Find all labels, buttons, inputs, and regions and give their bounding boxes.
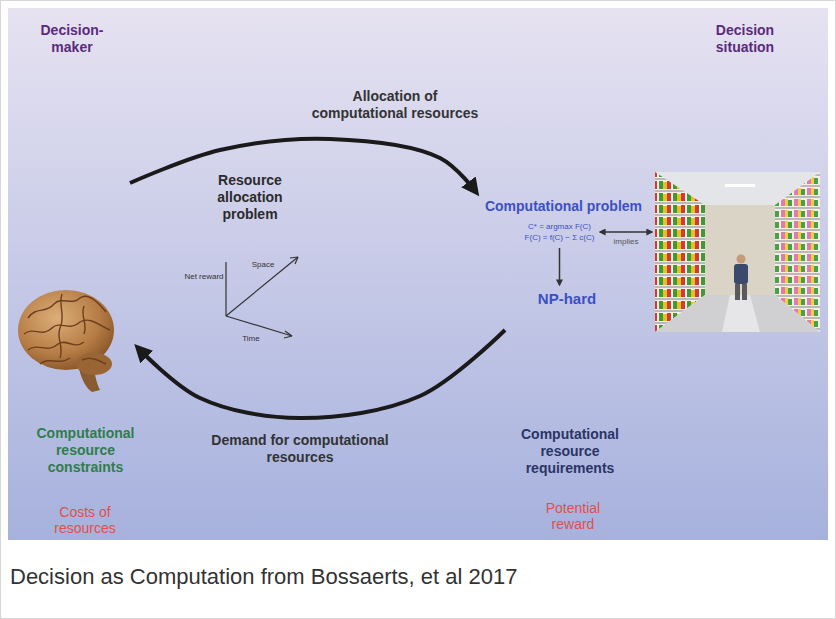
supermarket-photo (655, 172, 820, 332)
photo-person-body (734, 264, 748, 284)
flow-arrow (130, 139, 476, 192)
brain-illustration (18, 290, 114, 392)
np-hard-node: NP-hard (535, 288, 599, 310)
photo-floor (655, 295, 820, 332)
figure-caption: Decision as Computation from Bossaerts, … (10, 564, 517, 590)
brain-folds (24, 294, 110, 364)
space-axis-head (290, 257, 298, 264)
constraint-label: Computational resource constraints (18, 425, 153, 476)
space-axis (226, 257, 298, 316)
axis-label: Space (248, 260, 278, 270)
net-reward-axis (225, 262, 226, 316)
cost-label: Costs of resources (35, 504, 135, 536)
flow-arrow (138, 330, 505, 418)
photo-floor-shine (722, 295, 760, 332)
decision-maker-region: Decision-maker (22, 18, 122, 390)
brain-cerebellum (76, 353, 112, 375)
node-text: C* = argmax F(C) (524, 221, 595, 232)
node-text: F(C) = f(C) − Σ c(C) (524, 232, 595, 243)
computational-problem-node: Computational problem (482, 196, 645, 217)
flow-arrow (600, 231, 652, 233)
photo-person-head (737, 255, 746, 264)
edge-label: implies (601, 237, 651, 247)
axis-label: Net reward (184, 272, 224, 282)
photo-person-leg (735, 284, 740, 300)
background-panel (8, 8, 828, 540)
time-axis-head (284, 331, 292, 338)
axes-sketch (226, 257, 298, 338)
node-text: Decision situation (703, 22, 787, 56)
formula-node: C* = argmax F(C)F(C) = f(C) − Σ c(C) (522, 219, 597, 245)
photo-back-wall (705, 205, 775, 295)
reward-label: Potential reward (528, 500, 618, 532)
node-text: Computational problem (484, 198, 643, 215)
requirement-label: Computational resource requirements (500, 426, 640, 477)
photo-person-leg (742, 284, 747, 300)
flow-arrow (559, 248, 561, 285)
photo-light (725, 184, 755, 187)
section-heading: Resource allocation problem (200, 172, 300, 223)
decision-situation-region: Decision situation (655, 18, 822, 334)
node-text: NP-hard (537, 290, 597, 308)
photo-ground (655, 172, 820, 332)
edge-label: Demand for computational resources (210, 432, 390, 466)
axis-label: Time (236, 334, 266, 344)
time-axis (226, 316, 292, 336)
node-text: Decision-maker (32, 22, 112, 56)
edge-label: Allocation of computational resources (305, 88, 485, 122)
